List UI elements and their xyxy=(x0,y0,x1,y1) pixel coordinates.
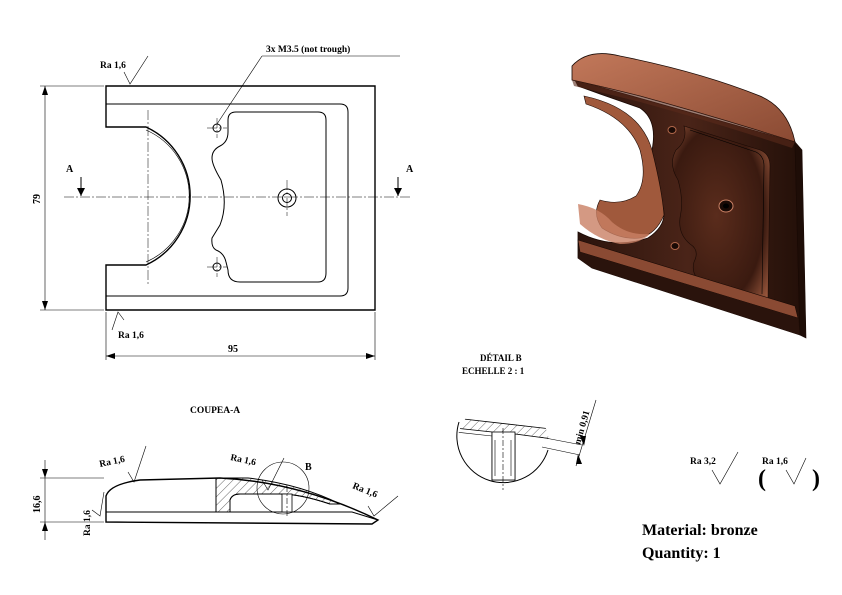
part-outline xyxy=(105,85,376,311)
iso-hole-bottom xyxy=(670,242,680,250)
section-roughness-symbol-1 xyxy=(127,445,147,483)
paren-close: ) xyxy=(812,466,820,492)
roughness-symbol-top xyxy=(123,55,149,85)
section-roughness-1: Ra 1,6 xyxy=(99,455,127,470)
section-mark-right: A xyxy=(406,164,414,175)
detail-scale: ECHELLE 2 : 1 xyxy=(462,366,525,376)
detail-dim-note: min 0,91 xyxy=(573,409,592,445)
paren-open: ( xyxy=(758,466,766,492)
section-roughness-left: Ra 1,6 xyxy=(83,510,93,536)
dim-height-16-6: 16,6 xyxy=(32,496,43,514)
quantity-note: Quantity: 1 xyxy=(642,545,721,562)
iso-hole-top xyxy=(667,126,677,134)
section-mark-left: A xyxy=(66,164,74,175)
section-roughness-symbol-left xyxy=(91,491,105,517)
notes-block: Material: bronze Quantity: 1 xyxy=(642,522,758,562)
section-roughness-symbol-2 xyxy=(261,457,285,491)
isometric-view xyxy=(571,53,807,339)
section-view: COUPEA-A B 16,6 Ra 1,6 Ra 1,6 Ra 1,6 Ra … xyxy=(32,406,399,540)
detail-callout-b: B xyxy=(305,462,312,473)
roughness-bottom: Ra 1,6 xyxy=(118,331,144,341)
section-roughness-2: Ra 1,6 xyxy=(229,453,257,468)
section-roughness-3: Ra 1,6 xyxy=(351,482,379,501)
section-title: COUPEA-A xyxy=(190,406,240,416)
front-view: A A 79 95 3x M3.5 (not trough) Ra 1,6 Ra… xyxy=(32,44,414,360)
roughness-symbol-bottom xyxy=(111,311,125,331)
detail-view: DÉTAIL B ECHELLE 2 : 1 min 0,91 xyxy=(456,353,597,490)
general-roughness: Ra 3,2 ( Ra 1,6 ) xyxy=(690,451,820,492)
dim-width-95: 95 xyxy=(228,344,238,355)
material-note: Material: bronze xyxy=(642,522,758,539)
cutout-edge xyxy=(145,129,190,263)
pocket-outline xyxy=(211,111,327,283)
thread-note: 3x M3.5 (not trough) xyxy=(266,44,350,55)
detail-boundary xyxy=(456,421,549,484)
inner-boundary xyxy=(106,103,349,297)
roughness-symbol-main xyxy=(711,451,739,485)
section-arrow-right xyxy=(394,188,402,196)
detail-hole xyxy=(491,431,516,481)
section-roughness-symbol-3 xyxy=(367,495,399,517)
detail-title: DÉTAIL B xyxy=(480,353,522,363)
roughness-top: Ra 1,6 xyxy=(100,61,126,71)
dim-height-79: 79 xyxy=(32,194,43,204)
roughness-main: Ra 3,2 xyxy=(690,457,716,467)
roughness-symbol-other xyxy=(785,457,807,485)
section-arrow-left xyxy=(77,188,85,196)
detail-circle-b xyxy=(256,461,310,515)
roughness-other: Ra 1,6 xyxy=(762,457,788,467)
